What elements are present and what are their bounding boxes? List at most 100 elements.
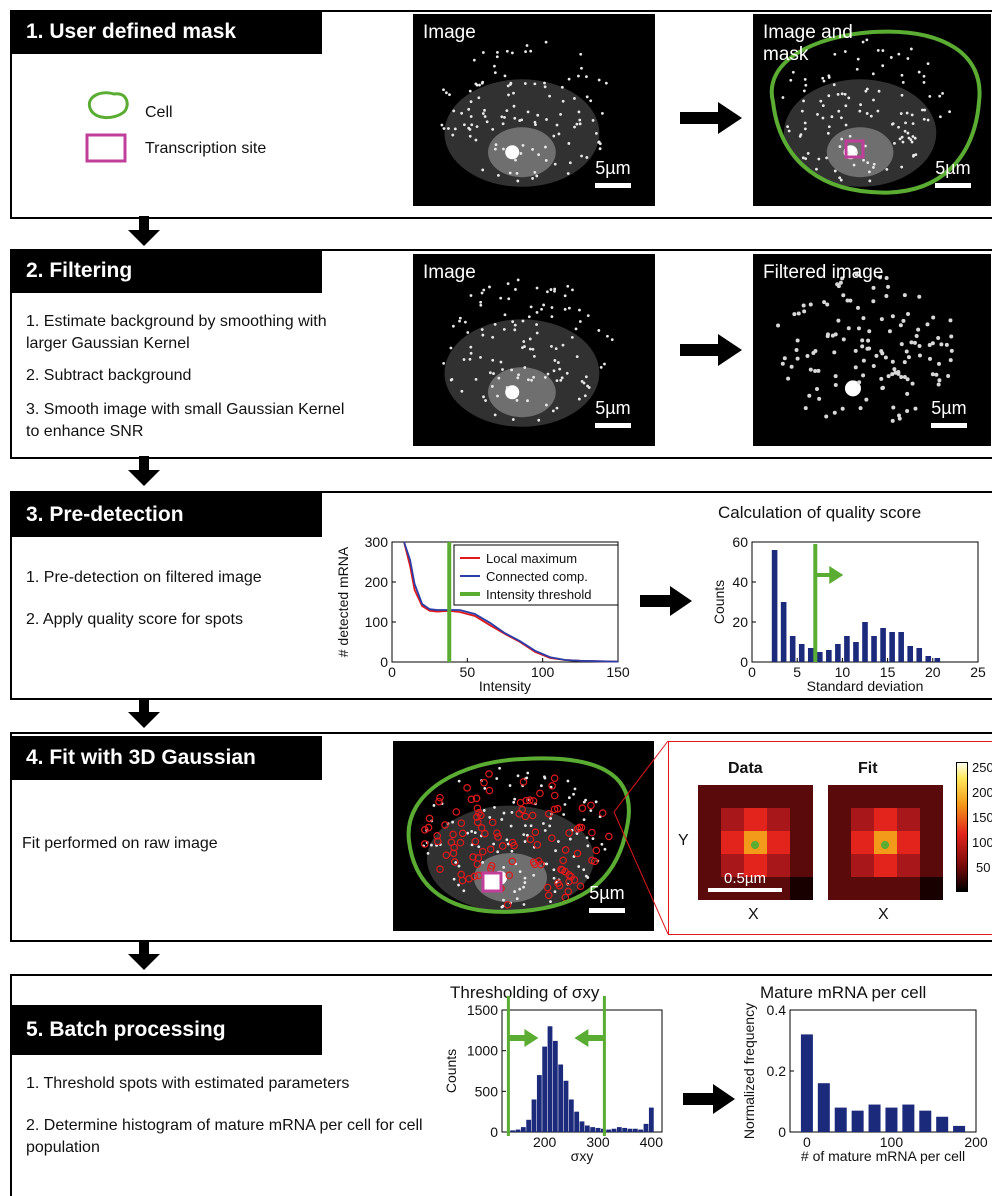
detected-spot-circle	[458, 829, 467, 838]
detected-spot-circle	[442, 851, 451, 860]
mrna-spot	[938, 94, 942, 98]
histogram-bar	[542, 1046, 548, 1132]
mrna-spot	[548, 94, 551, 98]
mrna-spot	[531, 177, 534, 180]
histogram-bar	[558, 1064, 564, 1132]
histogram-bar	[925, 656, 932, 662]
mrna-spot	[549, 288, 553, 291]
y-tick-label: 60	[732, 534, 748, 550]
step3-item-2: 2. Apply quality score for spots	[26, 611, 243, 628]
mrna-spot	[532, 354, 536, 358]
mrna-spot	[833, 52, 837, 56]
mrna-spot	[513, 890, 517, 893]
mrna-spot	[909, 47, 913, 51]
mrna-spot	[544, 40, 548, 44]
detected-spot-circle	[531, 828, 540, 836]
mrna-spot	[509, 824, 513, 828]
mrna-spot	[836, 318, 841, 323]
mrna-spot	[562, 813, 566, 816]
mrna-spot	[566, 172, 570, 175]
y-tick-label: 0	[778, 1124, 786, 1140]
detected-spot-circle	[449, 830, 457, 839]
histogram-bar	[907, 646, 913, 662]
mrna-spot	[930, 341, 935, 346]
mrna-spot	[906, 312, 911, 317]
mrna-spot	[559, 378, 563, 382]
detected-spot-circle	[598, 809, 607, 817]
histogram-bar	[916, 648, 923, 662]
mrna-spot	[449, 346, 453, 350]
mrna-spot	[582, 381, 586, 385]
detected-spot-circle	[488, 818, 497, 827]
detected-spot-circle	[525, 796, 534, 805]
colorbar	[956, 762, 968, 892]
mrna-spot	[905, 409, 910, 414]
detected-spots	[406, 756, 631, 914]
heatmap-cell	[920, 808, 943, 831]
mrna-spot	[550, 306, 554, 309]
mrna-spot	[948, 318, 953, 323]
mrna-spot	[555, 406, 559, 410]
mrna-spot	[597, 329, 601, 332]
detected-spot-circle	[485, 786, 494, 795]
mrna-spot	[522, 885, 525, 889]
mrna-spot	[914, 153, 918, 157]
mrna-spot	[855, 151, 858, 155]
mrna-spot	[475, 125, 479, 129]
detected-spot-circle	[467, 795, 476, 804]
mrna-spot	[598, 147, 602, 151]
mrna-spot	[898, 137, 902, 141]
down-arrow-icon	[128, 456, 160, 486]
colorbar-tick: 200	[972, 785, 992, 800]
heatmap-cell	[767, 808, 790, 831]
detected-spot-circle	[558, 866, 567, 874]
legend-label: Intensity threshold	[486, 587, 592, 602]
mrna-spot	[786, 125, 789, 129]
histogram-bar	[798, 644, 805, 662]
y-axis-label: # detected mRNA	[335, 546, 351, 657]
mrna-spot	[939, 115, 942, 119]
mrna-spot	[594, 800, 598, 804]
heatmap-cell	[767, 854, 790, 877]
mrna-spot	[922, 117, 926, 121]
detected-spot-circle	[481, 829, 489, 838]
mrna-spot	[430, 843, 433, 847]
image-label: Image	[423, 22, 476, 43]
mrna-spot	[586, 844, 590, 848]
mrna-spot	[832, 410, 837, 415]
mrna-spot	[537, 153, 541, 157]
mrna-spot	[795, 338, 800, 343]
heatmap-cell	[721, 785, 744, 808]
mrna-spot	[913, 136, 917, 140]
mrna-spot	[833, 169, 837, 173]
mrna-spot	[495, 55, 499, 59]
mrna-spot	[494, 143, 498, 147]
mrna-spot	[469, 345, 473, 349]
histogram-bar	[853, 642, 859, 662]
mrna-spot	[936, 382, 941, 387]
mrna-spot	[841, 293, 846, 298]
mrna-spot	[451, 820, 454, 824]
mrna-spot	[872, 162, 876, 166]
mrna-spot	[872, 98, 875, 102]
mrna-spot	[573, 125, 576, 129]
mrna-spot	[474, 377, 478, 381]
axis-x-label-fit: X	[878, 906, 889, 923]
mrna-spot	[582, 868, 586, 872]
mrna-spot	[523, 840, 527, 843]
histogram-bar	[934, 658, 941, 662]
mrna-spot	[879, 317, 884, 322]
mrna-spot	[890, 418, 895, 423]
transcription-site-spot	[505, 385, 520, 400]
mrna-spot	[554, 347, 558, 351]
mrna-spot	[519, 152, 523, 155]
mrna-spot	[867, 346, 872, 351]
mrna-spot	[578, 308, 581, 312]
histogram-bar	[780, 602, 787, 662]
mrna-spot	[880, 385, 885, 390]
mrna-spot	[540, 307, 543, 311]
mrna-spot	[835, 282, 840, 287]
mrna-spot	[917, 353, 922, 358]
mrna-spot	[861, 373, 866, 378]
